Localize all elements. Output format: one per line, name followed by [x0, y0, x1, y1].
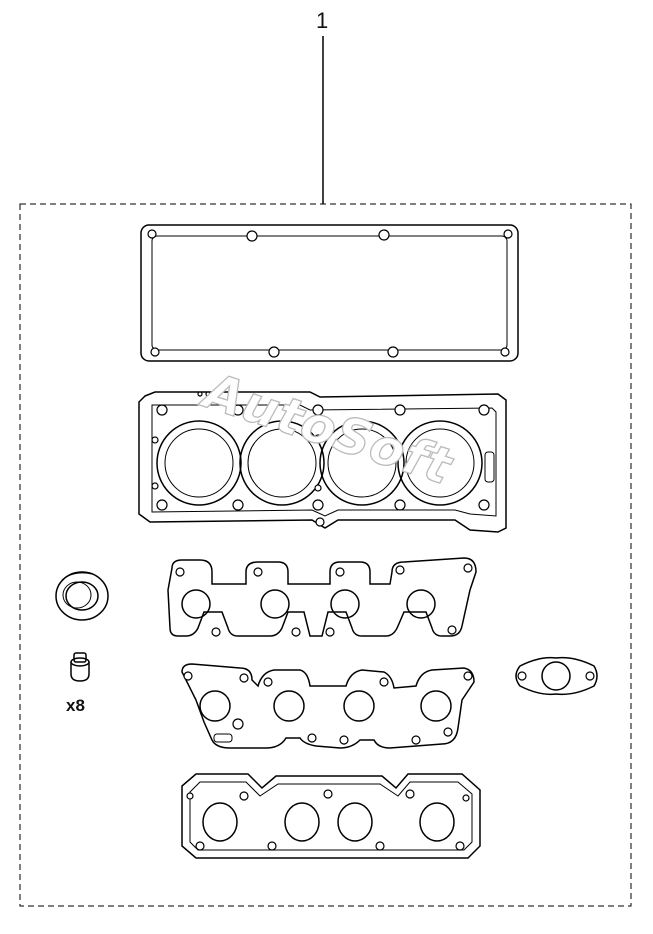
exhaust-manifold-gasket [181, 663, 475, 749]
intake-manifold-gasket [167, 557, 477, 637]
cylinder-head-gasket [138, 391, 507, 533]
quantity-label: x8 [66, 696, 85, 715]
small-flange-gasket [515, 656, 598, 696]
oil-seal [55, 571, 109, 621]
callout-number: 1 [316, 8, 329, 33]
valve-cover-gasket [140, 224, 519, 362]
kit-boundary [19, 203, 632, 907]
manifold-flange-gasket [181, 773, 481, 859]
valve-stem-seal [70, 652, 90, 682]
